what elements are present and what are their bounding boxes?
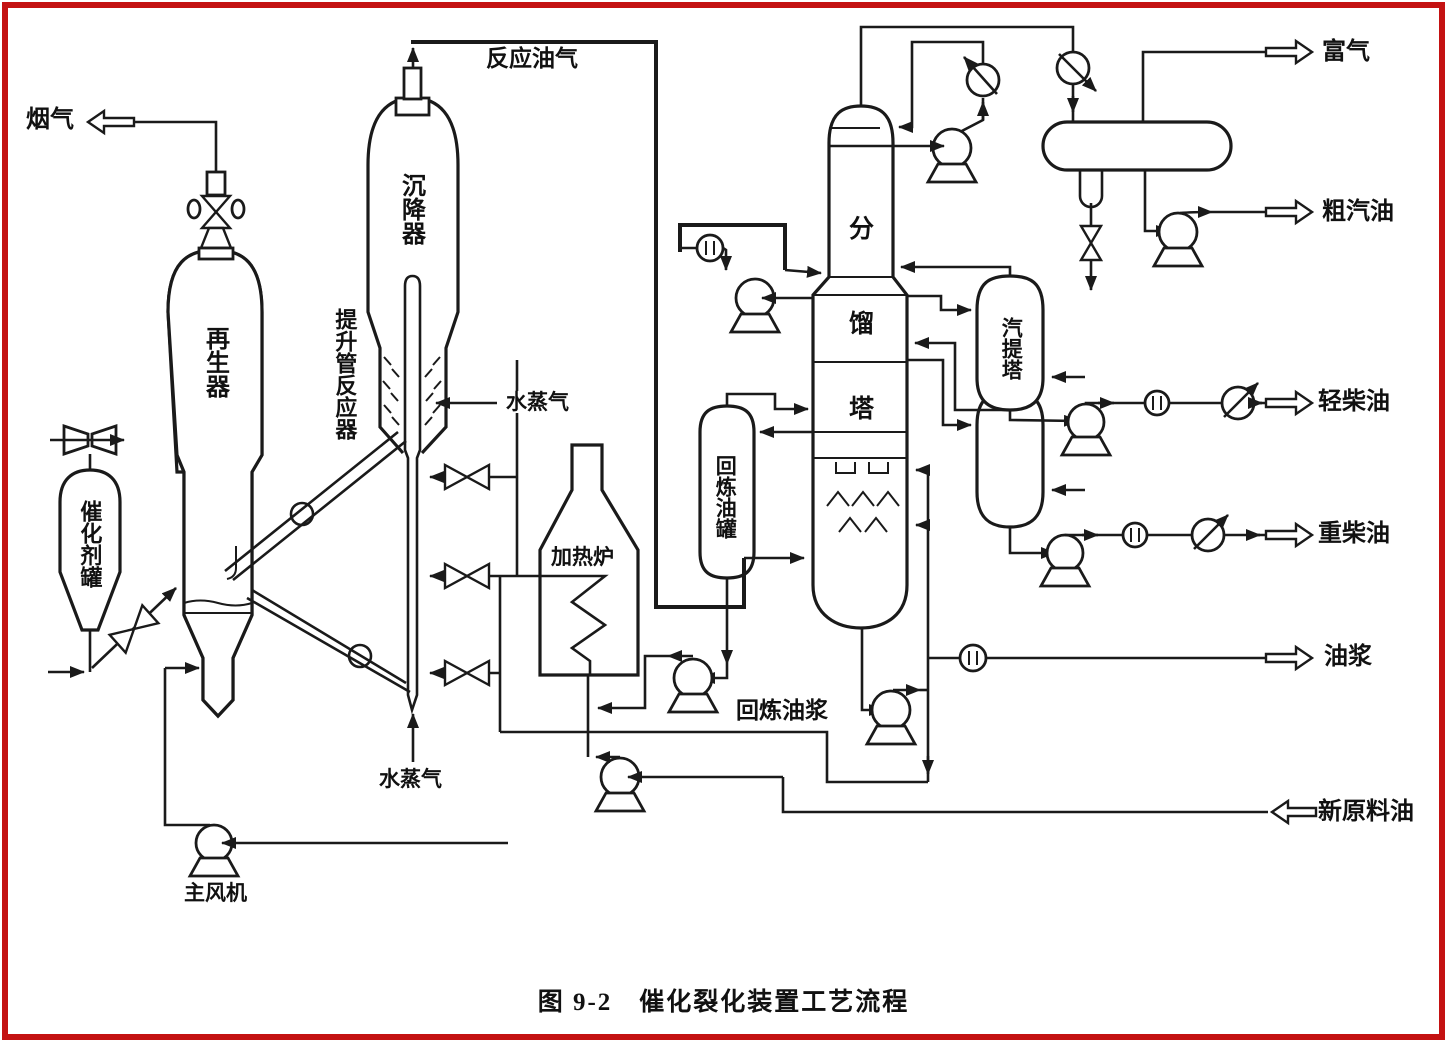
main-blower-pump: [163, 662, 508, 878]
catalyst-tank-vessel: [50, 424, 125, 632]
label-reaction-oil-gas: 反应油气: [486, 46, 578, 71]
label-rich-gas: 富气: [1322, 39, 1370, 65]
slide-valve-icon: [289, 501, 315, 527]
rich-gas-arrow-icon: [1264, 38, 1315, 66]
drum-lines: [1078, 50, 1266, 291]
feed-system: [500, 578, 1318, 826]
label-fractionator-char-2: 馏: [849, 311, 875, 338]
label-recycle-oil-tank: 回炼油罐: [713, 455, 738, 539]
label-oil-slurry: 油浆: [1324, 644, 1372, 670]
output-arrows: [1264, 38, 1315, 672]
label-catalyst-tank: 催化剂罐: [77, 500, 103, 588]
control-valve-icon: [1078, 224, 1104, 262]
catalyst-standpipes: [224, 430, 411, 694]
label-heavy-diesel: 重柴油: [1318, 521, 1390, 547]
label-heater: 加热炉: [551, 545, 614, 569]
label-steam-riser: 水蒸气: [505, 390, 570, 414]
rich-gas-line: [1141, 50, 1266, 122]
light-diesel-line: [1084, 401, 1266, 405]
recycle-slurry-line: [500, 730, 928, 784]
label-fractionator-char-3: 塔: [849, 396, 875, 423]
heater-vessel: [538, 443, 640, 677]
flue-gas-arrow-icon: [85, 108, 136, 136]
valve-icon: [443, 658, 491, 688]
orifice-meter-icon: [1143, 389, 1171, 417]
slide-valve-icon: [347, 643, 373, 669]
label-riser-reactor: 提升管反应器: [332, 308, 358, 440]
fractionator-vessel: [811, 104, 909, 630]
orifice-meter-icon: [958, 643, 988, 673]
oil-slurry-arrow-icon: [1264, 644, 1315, 672]
flue-gas-valve-icon: [186, 170, 246, 261]
pump-icon: [1045, 533, 1085, 573]
label-main-blower: 主风机: [184, 881, 247, 905]
riser-feed-valves: [429, 360, 540, 732]
orifice-meter-icon: [1121, 521, 1149, 549]
settler-vessel: [366, 66, 460, 455]
orifice-meter-icon: [695, 233, 725, 263]
stripper-lines: [900, 261, 1266, 588]
heavy-diesel-arrow-icon: [1264, 521, 1315, 549]
overhead-system: [829, 25, 1097, 184]
recycle-tank-lines: [725, 392, 813, 438]
tower-internals-icon: [826, 462, 900, 533]
stripper-vessel: [975, 274, 1045, 529]
label-stripper: 汽提塔: [999, 317, 1024, 380]
crude-gasoline-arrow-icon: [1264, 198, 1315, 226]
label-fresh-feed: 新原料油: [1318, 799, 1414, 825]
fresh-feed-arrow-icon: [1269, 798, 1318, 826]
pump-icon: [870, 689, 912, 731]
label-flue-gas: 烟气: [26, 107, 74, 133]
pump-icon: [1066, 402, 1106, 442]
regenerator-vessel: [166, 248, 264, 719]
top-pumparound: [678, 223, 822, 334]
pump-icon: [931, 127, 973, 169]
recycle-oil-tank-vessel: [698, 404, 756, 580]
pump-icon: [1157, 211, 1199, 253]
flue-gas-line: [85, 108, 218, 172]
label-light-diesel: 轻柴油: [1318, 389, 1390, 415]
riser-pipe: [403, 274, 422, 762]
label-regenerator: 再生器: [201, 326, 228, 398]
valve-icon: [443, 561, 491, 591]
label-crude-gasoline: 粗汽油: [1322, 199, 1394, 225]
light-diesel-arrow-icon: [1264, 389, 1315, 417]
label-fractionator-char-1: 分: [849, 216, 875, 243]
reflux-drum-vessel: [1041, 120, 1233, 209]
pump-icon: [672, 657, 714, 699]
heater-coil-icon: [540, 574, 609, 675]
label-recycle-slurry: 回炼油浆: [736, 698, 828, 723]
valve-icon: [107, 603, 161, 655]
label-steam-bottom: 水蒸气: [379, 767, 442, 791]
slurry-system: [860, 464, 1266, 782]
reaction-oil-gas-line: [407, 40, 805, 609]
catalyst-makeup-line: [48, 587, 177, 678]
label-settler: 沉降器: [397, 173, 424, 245]
figure-caption: 图 9-2 催化裂化装置工艺流程: [537, 989, 910, 1016]
valve-icon: [443, 462, 491, 492]
